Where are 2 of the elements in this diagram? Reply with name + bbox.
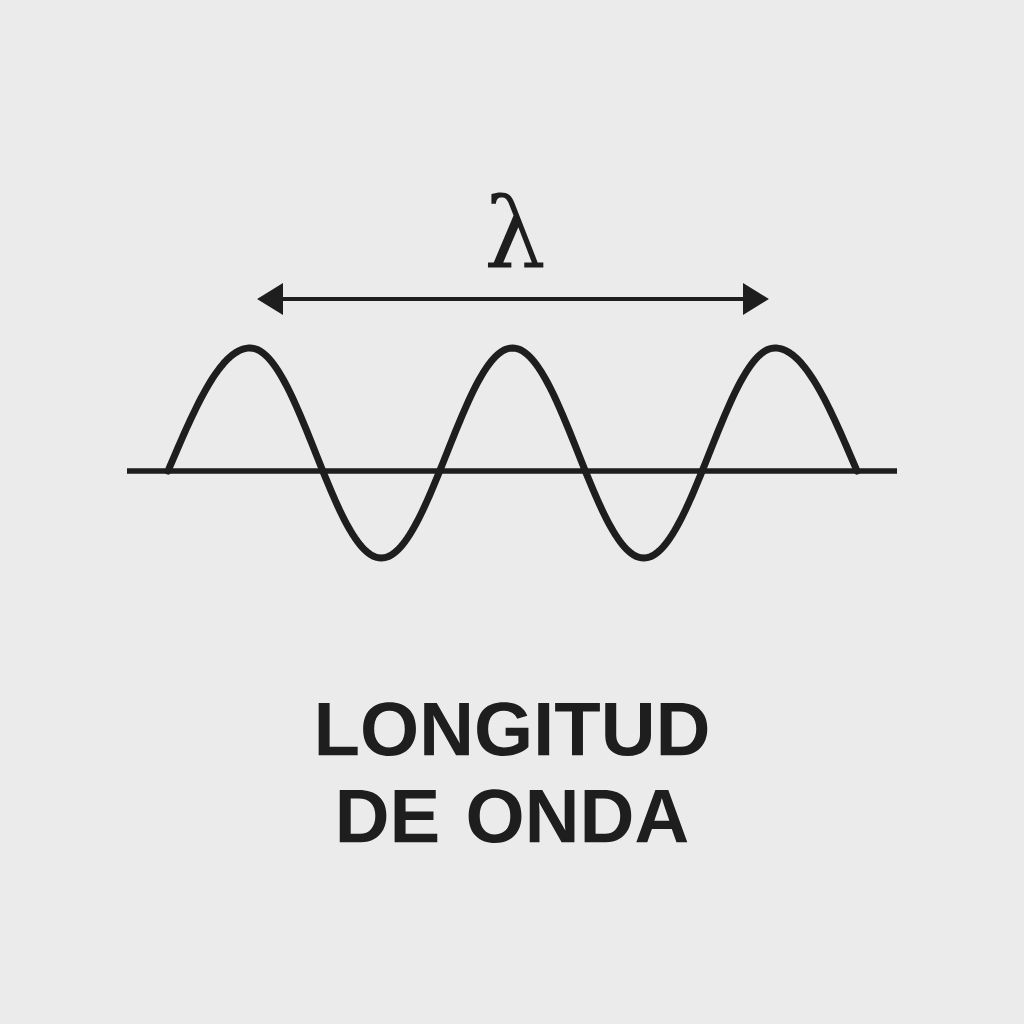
wavelength-symbol: λ [487, 192, 544, 268]
caption: LONGITUD DE ONDA [318, 702, 708, 843]
